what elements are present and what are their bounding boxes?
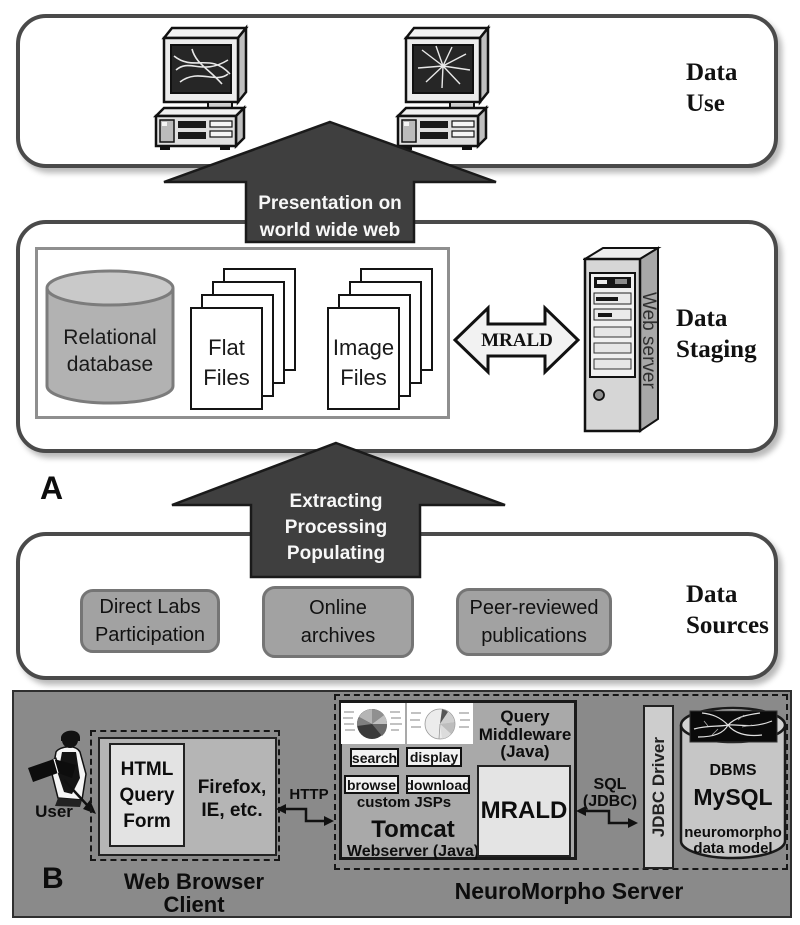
block-arrow-up-presentation [163,120,497,244]
mrald-double-arrow-icon [452,304,581,376]
workstation-icon [394,24,491,150]
web-server-label: Web server [638,291,659,389]
panel-a-letter: A [40,470,64,506]
flat-files-label: Flat Files [203,335,250,390]
arrow-presentation-line2: world wide web [259,220,401,241]
download-button: download [405,775,471,794]
workstation-icon [152,24,249,150]
data-model-label: neuromorpho data model [684,824,782,857]
source-box-online-archives-label: Online archives [300,597,376,647]
image-files-label: Image Files [332,335,395,390]
neuromorpho-server-title: NeuroMorpho Server [454,878,684,904]
tomcat-title: Tomcat Webserver (Java) [339,816,487,861]
http-zigzag-arrow [276,804,334,826]
jdbc-driver-label: JDBC Driver [648,736,668,838]
server-tower-icon [583,246,662,433]
mrald-box: MRALD [477,765,571,857]
data-sources-label: Data Sources [686,581,769,639]
custom-jsps-label: custom JSPs [356,794,452,811]
pie-chart-thumbnail-dark [341,703,405,744]
mysql-label: MySQL [693,784,773,810]
mysql-database-cylinder-icon [679,706,787,860]
arrow-presentation-line1: Presentation on [258,193,402,214]
sql-zigzag-arrow [576,806,638,828]
file-page-front: Image Files [327,307,400,410]
tomcat-name: Tomcat [371,816,455,843]
arrow-presentation-label: Presentation on world wide web [240,190,420,244]
html-query-form-box: HTML Query Form [109,743,185,847]
sql-jdbc-label: SQL (JDBC) [567,776,653,810]
panel-b-letter: B [42,862,64,895]
source-box-direct-labs: Direct Labs Participation [80,589,220,653]
data-use-label: Data Use [686,59,738,117]
web-browser-client-title: Web Browser Client [123,869,265,917]
sql-label-line1: SQL [593,776,627,793]
relational-database-label: Relational database [63,326,157,376]
source-box-publications-label: Peer-reviewed publications [469,597,599,647]
block-arrow-up-etl [171,441,506,579]
tomcat-subtitle: Webserver (Java) [346,843,480,860]
arrow-etl-line2: Processing [284,517,388,538]
source-box-publications: Peer-reviewed publications [456,588,612,656]
file-page-front: Flat Files [190,307,263,410]
source-box-direct-labs-label: Direct Labs Participation [94,596,206,646]
mrald-arrow-label: MRALD [481,330,553,351]
arrow-etl-label: Extracting Processing Populating [252,489,420,567]
dbms-label: DBMS [709,762,757,779]
mrald-label: MRALD [480,797,568,824]
browse-button: browse [344,775,399,794]
arrow-etl-line3: Populating [286,543,386,564]
http-label: HTTP [289,786,329,803]
database-cylinder-icon [45,269,175,405]
user-to-client-arrow [63,779,96,814]
arrow-etl-line1: Extracting [289,491,383,512]
display-button: display [406,747,462,767]
browsers-label: Firefox, IE, etc. [197,777,267,821]
source-box-online-archives: Online archives [262,586,414,658]
query-middleware-label: Query Middleware (Java) [478,707,572,761]
web-server-vertical-label-wrap: Web server [636,252,660,428]
pie-chart-thumbnail-light [407,703,473,744]
data-staging-label: Data Staging [676,305,757,363]
html-query-form-label: HTML Query Form [119,759,175,832]
neuromorpho-server-box [334,694,788,870]
jdbc-driver-box: JDBC Driver [643,705,674,869]
user-label: User [35,802,73,821]
sql-label-line2: (JDBC) [582,793,638,810]
search-button: search [350,748,399,767]
panel-b: User HTML Query Form Firefox, IE, etc. B… [12,690,792,918]
web-browser-client-box [90,730,280,861]
user-icon [28,730,87,807]
